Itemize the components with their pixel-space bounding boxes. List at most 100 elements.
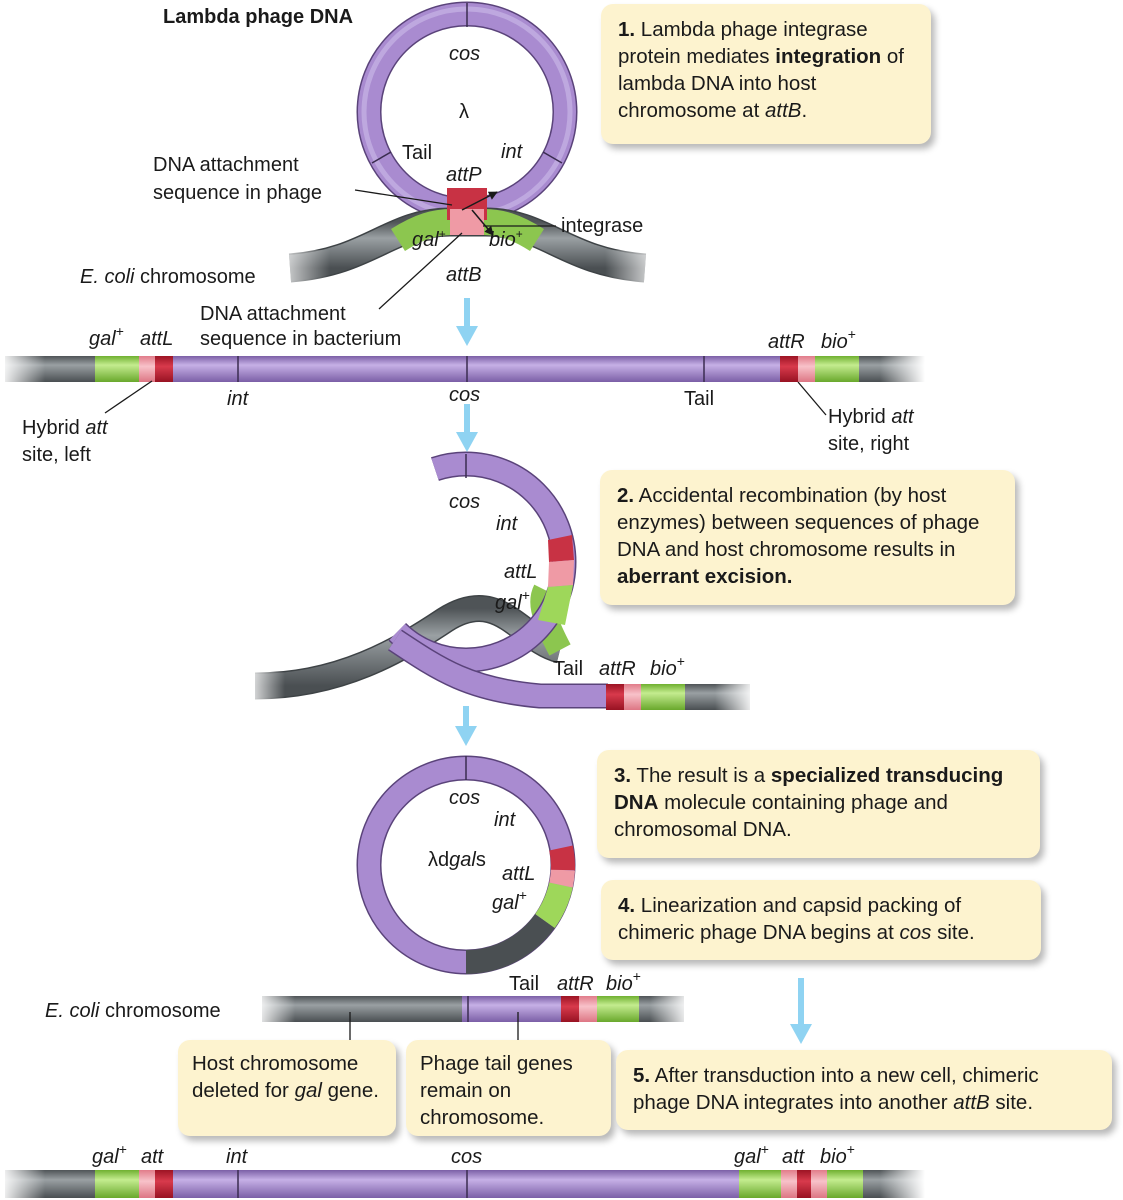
att-dark-segment (155, 1170, 173, 1198)
attL-light-block (548, 560, 574, 587)
attR-label-int: attR (768, 331, 805, 353)
product-circle (356, 755, 576, 975)
dna-attach-bact-leader (378, 232, 463, 310)
lambda-circle-ticks (371, 3, 563, 164)
hybrid-att-right-label-1: Hybrid att (828, 406, 915, 428)
att-light-segment (579, 996, 597, 1022)
attL-label-int: attL (140, 328, 173, 350)
attR-label-del: attR (557, 973, 594, 995)
int-label: int (501, 141, 524, 163)
flow-arrow-2 (456, 404, 478, 452)
att-light-segment (624, 684, 641, 710)
lambda-dgal-label: λdgals (428, 849, 486, 871)
bio-label-int: bio+ (821, 326, 856, 353)
bio-segment (597, 996, 639, 1022)
integrated-prophage-bar (0, 352, 925, 386)
ecoli-chromosome-label: E. coli chromosome (80, 266, 256, 288)
dna-attach-bact-label-2: sequence in bacterium (200, 328, 401, 350)
att-dark-segment (549, 845, 576, 871)
attB-block (450, 209, 484, 235)
att-dark-segment (797, 1170, 811, 1198)
step3-caption-box: 3. The result is a specialized transduci… (597, 750, 1040, 858)
attR-label-exc: attR (599, 658, 636, 680)
gal-label-int: gal+ (89, 323, 124, 350)
ecoli-chromosome-label-2: E. coli chromosome (45, 1000, 221, 1022)
excision-loop (245, 451, 755, 714)
hybrid-att-right-label-2: site, right (828, 433, 910, 455)
att-light-segment (139, 356, 155, 382)
attL-label-exc: attL (504, 561, 537, 583)
lambda-label: λ (459, 101, 469, 123)
gal-segment (95, 356, 139, 382)
attL-label-prod: attL (502, 863, 535, 885)
tail-label-del: Tail (509, 973, 539, 995)
tail-label-int: Tail (684, 388, 714, 410)
int-label-exc: int (496, 513, 519, 535)
hybrid-att-right-leader (797, 381, 827, 416)
gal-segment (739, 1170, 781, 1198)
step5-caption-box: 5. After transduction into a new cell, c… (616, 1050, 1112, 1130)
flow-arrow-1 (456, 298, 478, 346)
int-label-prod: int (494, 809, 517, 831)
gal-label-final: gal+ (92, 1141, 127, 1168)
gal-label-step1: gal+ (412, 227, 446, 251)
att-dark-segment (780, 356, 798, 382)
step2-caption-box: 2. Accidental recombination (by host enz… (600, 470, 1015, 605)
host-segment (465, 913, 555, 974)
att-light-segment (798, 356, 815, 382)
att-label-final-2: att (782, 1146, 806, 1168)
att-dark-segment (561, 996, 579, 1022)
int-label-final: int (226, 1146, 249, 1168)
tail-genes-box: Phage tail genes remain on chromosome. (406, 1040, 611, 1136)
att-light-segment (811, 1170, 827, 1198)
crossover-arrow-up (461, 191, 498, 211)
cos-label-prod: cos (449, 787, 480, 809)
flow-arrows (455, 298, 812, 1044)
phage-tail-segment (462, 996, 561, 1022)
gal-block (538, 585, 573, 625)
step4-caption-box: 4. Linearization and capsid packing of c… (601, 880, 1041, 960)
gal-segment (391, 209, 453, 252)
integrase-label: integrase (561, 215, 643, 237)
att-dark-segment (155, 356, 173, 382)
step1-caption-box: 1. Lambda phage integrase protein mediat… (601, 4, 931, 144)
tail-label-exc: Tail (553, 658, 583, 680)
gal-label-prod: gal+ (492, 887, 527, 914)
gal-label-exc: gal+ (495, 587, 530, 614)
gal-segment (95, 1170, 139, 1198)
gal-segment (534, 882, 573, 928)
diagram-title: Lambda phage DNA (163, 6, 353, 28)
att-light-segment (549, 869, 575, 888)
phage-segment (173, 1170, 739, 1198)
bio-segment (641, 684, 685, 710)
dna-attach-phage-leader (354, 189, 453, 206)
att-light-segment (781, 1170, 797, 1198)
cos-label-exc: cos (449, 491, 480, 513)
attL-dark-block (548, 535, 574, 562)
final-integrated-bar (0, 1166, 925, 1200)
cos-label-final: cos (451, 1146, 482, 1168)
bio-segment (815, 356, 859, 382)
cos-label-int: cos (449, 384, 480, 406)
host-deleted-box: Host chromosome deleted for gal gene. (178, 1040, 396, 1136)
att-dark-segment (606, 684, 624, 710)
att-light-segment (139, 1170, 155, 1198)
flow-arrow-3 (455, 706, 477, 746)
att-label-final: att (141, 1146, 165, 1168)
bio-label-step1: bio+ (489, 227, 523, 251)
hybrid-att-left-leader (104, 380, 153, 414)
dna-attach-bact-label-1: DNA attachment (200, 303, 346, 325)
bio-label-del: bio+ (606, 968, 641, 995)
attB-label: attB (446, 264, 482, 286)
dna-attach-phage-label-2: sequence in phage (153, 182, 322, 204)
tail-label: Tail (402, 142, 432, 164)
ecoli-chromosome-arc (270, 188, 665, 290)
phage-segment (173, 356, 780, 382)
hybrid-att-left-label-2: site, left (22, 444, 91, 466)
bio-segment (827, 1170, 863, 1198)
cos-label: cos (449, 43, 480, 65)
flow-arrow-4 (790, 978, 812, 1044)
deleted-chromosome-bar (255, 992, 690, 1026)
int-label-int: int (227, 388, 250, 410)
